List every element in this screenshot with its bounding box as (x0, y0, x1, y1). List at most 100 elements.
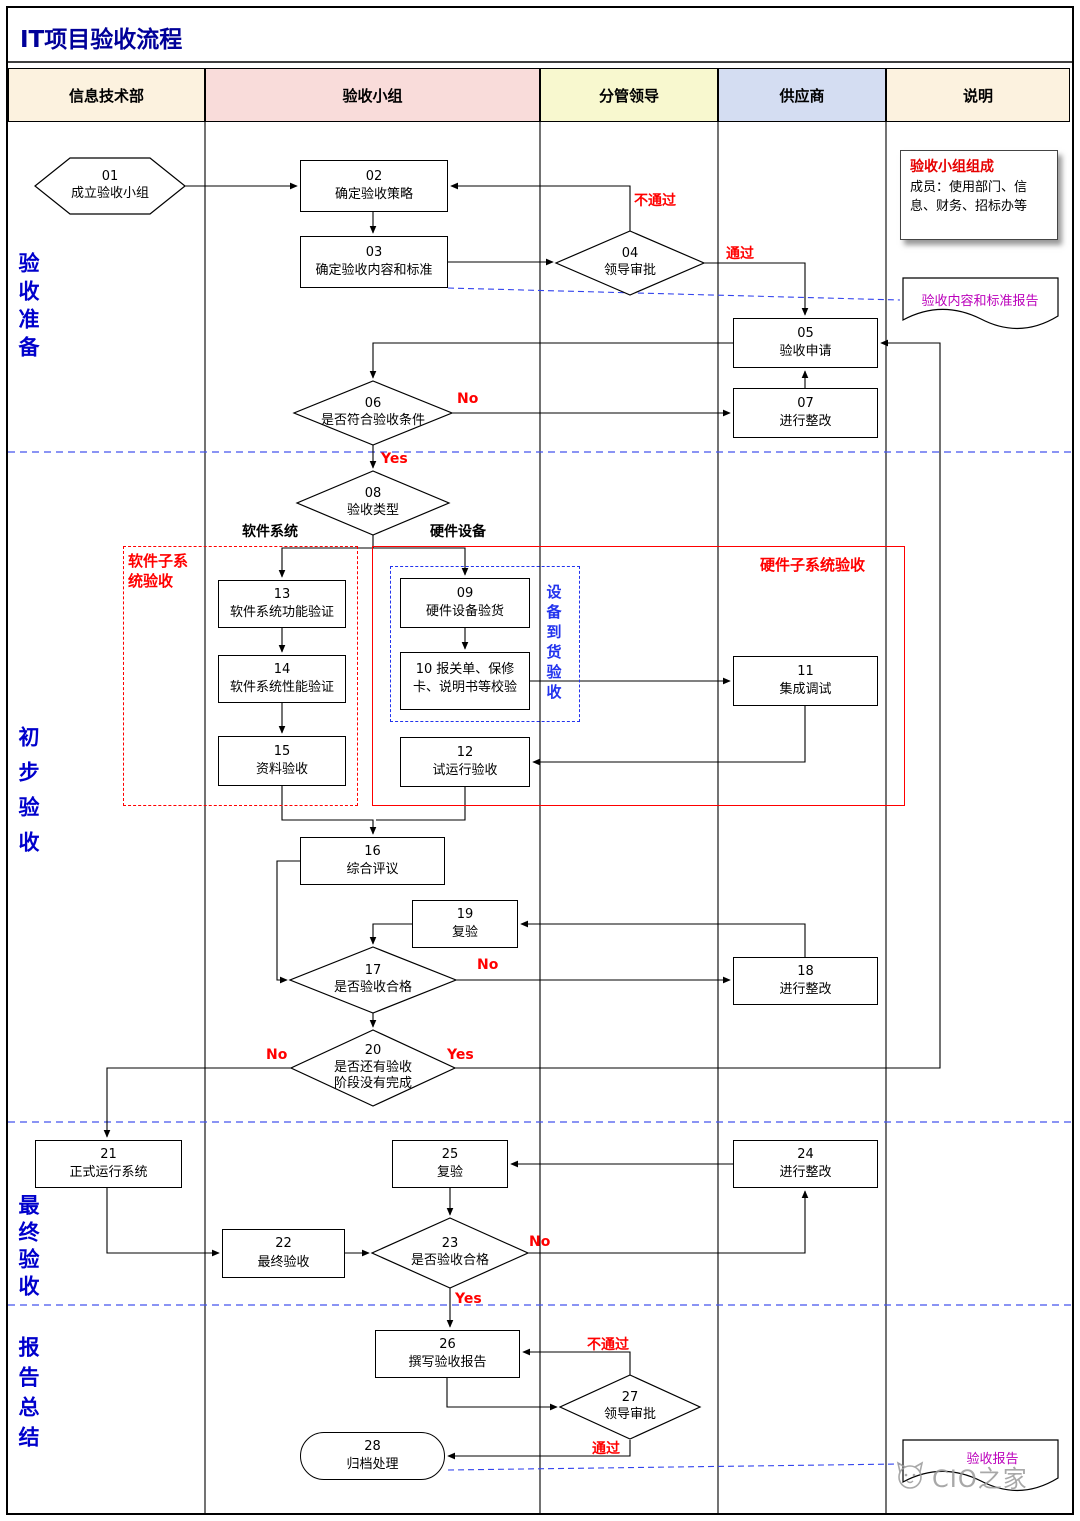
lane-header-leader: 分管领导 (540, 68, 718, 122)
device-arrival-group-label: 设备到货验收 (544, 584, 563, 704)
page-frame (6, 6, 1074, 1515)
step-21: 21 正式运行系统 (35, 1140, 182, 1188)
step-19-label: 复验 (451, 925, 478, 940)
step-02-number: 02 (365, 168, 383, 184)
note-team-composition: 验收小组组成 成员：使用部门、信息、财务、招标办等 (900, 150, 1058, 240)
step-11-label: 集成调试 (779, 682, 832, 697)
lane-header-label: 说明 (962, 86, 993, 105)
step-25: 25 复验 (392, 1140, 508, 1188)
edge-label-23-no: No (529, 1234, 551, 1250)
step-24-label: 进行整改 (779, 1165, 832, 1180)
step-01-number: 01 (101, 169, 119, 185)
step-02-label: 确定验收策略 (334, 187, 413, 202)
step-19-number: 19 (456, 906, 474, 922)
note-title: 验收小组组成 (910, 159, 994, 175)
decision-20-label: 是否还有验收阶段没有完成 (333, 1059, 412, 1092)
table-grid (8, 61, 1072, 1513)
document-report-label: 验收报告 (966, 1451, 1019, 1467)
lane-header-supplier: 供应商 (718, 68, 886, 122)
edge-label-20-no: No (266, 1047, 288, 1063)
step-05-label: 验收申请 (779, 344, 832, 359)
lane-header-label: 信息技术部 (68, 86, 144, 105)
decision-23-label: 是否验收合格 (410, 1253, 489, 1268)
phase-separators (8, 451, 1072, 1306)
page-title: IT项目验收流程 (20, 27, 183, 53)
step-24-number: 24 (797, 1146, 814, 1162)
step-15-number: 15 (273, 743, 291, 759)
edge-label-17-no: No (477, 957, 499, 973)
step-14-label: 软件系统性能验证 (229, 680, 334, 695)
step-01-label: 成立验收小组 (70, 186, 149, 201)
decision-20-shape (289, 1029, 457, 1107)
step-18-number: 18 (797, 963, 814, 979)
step-12-label: 试运行验收 (432, 763, 498, 778)
step-03-number: 03 (365, 244, 383, 260)
cat-logo-icon (896, 1461, 924, 1489)
step-13: 13 软件系统功能验证 (218, 580, 346, 628)
edge-label-27-fail: 不通过 (587, 1337, 629, 1353)
edge-label-04-fail: 不通过 (634, 193, 676, 209)
phase-label-preparation: 验收准备 (16, 252, 40, 364)
decision-17-label: 是否验收合格 (333, 980, 412, 995)
edge-label-23-yes: Yes (455, 1291, 482, 1307)
step-21-number: 21 (100, 1146, 117, 1162)
decision-27-shape (558, 1374, 702, 1440)
step-13-label: 软件系统功能验证 (229, 605, 334, 620)
step-25-label: 复验 (436, 1165, 463, 1180)
step-18: 18 进行整改 (733, 957, 878, 1005)
step-07-number: 07 (797, 395, 814, 411)
edge-label-06-no: No (457, 391, 479, 407)
step-05-number: 05 (797, 325, 814, 341)
flow-shapes (34, 157, 1059, 1491)
decision-04-number: 04 (621, 246, 639, 262)
software-subsystem-group-label: 软件子系统验收 (128, 552, 189, 590)
edge-label-27-pass: 通过 (592, 1441, 620, 1457)
step-14: 14 软件系统性能验证 (218, 655, 346, 703)
step-07-label: 进行整改 (779, 414, 832, 429)
lane-header-notes: 说明 (886, 68, 1070, 122)
step-26-label: 撰写验收报告 (408, 1355, 487, 1370)
step-21-label: 正式运行系统 (69, 1165, 148, 1180)
phase-label-final: 最终验收 (16, 1194, 40, 1302)
phase-label-report: 报告总结 (16, 1336, 40, 1456)
document-standard-label: 验收内容和标准报告 (921, 293, 1039, 309)
step-14-number: 14 (273, 661, 291, 677)
step-18-label: 进行整改 (779, 982, 832, 997)
step-25-number: 25 (441, 1146, 459, 1162)
watermark-text: CIO之家 (932, 1464, 1028, 1493)
decision-04-shape (554, 230, 706, 296)
hardware-subsystem-group-label: 硬件子系统验收 (760, 556, 866, 574)
edge-label-04-pass: 通过 (726, 246, 754, 262)
lane-header-label: 供应商 (779, 86, 825, 105)
hardware-subsystem-group (372, 546, 905, 806)
step-02: 02 确定验收策略 (300, 160, 448, 212)
decision-17-number: 17 (364, 963, 382, 979)
decision-06-number: 06 (364, 396, 382, 412)
decision-27-label: 领导审批 (603, 1407, 656, 1422)
step-13-number: 13 (273, 586, 291, 602)
step-22-label: 最终验收 (257, 1254, 310, 1270)
flow-edges (103, 182, 941, 1460)
decision-04-label: 领导审批 (603, 263, 656, 278)
start-hexagon-01 (34, 157, 186, 215)
step-10-label: 报关单、保修卡、说明书等校验 (412, 662, 517, 696)
branch-label-hardware: 硬件设备 (430, 524, 486, 540)
decision-20-number: 20 (364, 1042, 382, 1058)
document-standard-shape (902, 277, 1059, 329)
annotation-links (447, 287, 901, 1471)
step-24: 24 进行整改 (733, 1140, 878, 1188)
